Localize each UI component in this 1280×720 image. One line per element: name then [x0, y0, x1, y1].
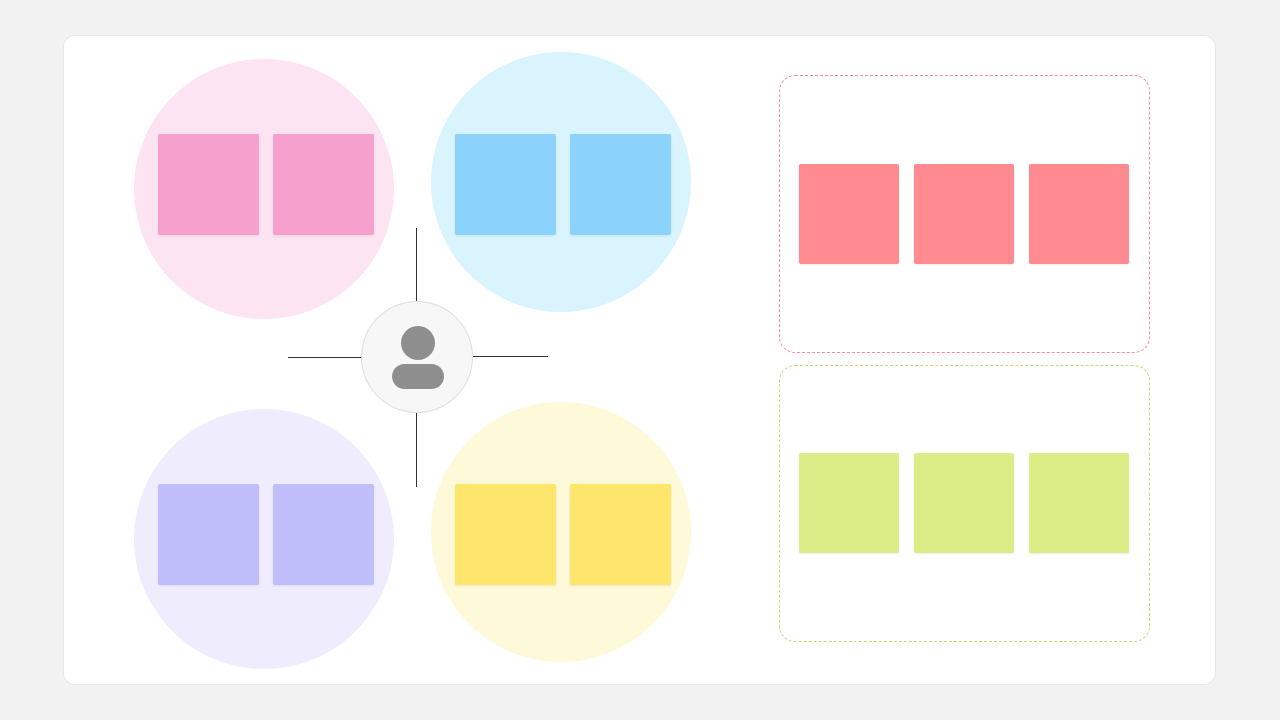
user-avatar-icon [392, 326, 444, 389]
sticky-note-red-2[interactable] [914, 164, 1014, 264]
axis-line-vertical-bottom [416, 412, 417, 487]
sticky-note-blue-1[interactable] [455, 134, 556, 235]
sticky-note-purple-1[interactable] [158, 484, 259, 585]
sticky-note-green-2[interactable] [914, 453, 1014, 553]
axis-line-horizontal-right [472, 356, 548, 357]
group-frame-green[interactable] [779, 365, 1150, 642]
sticky-note-blue-2[interactable] [570, 134, 671, 235]
axis-line-vertical-top [416, 228, 417, 302]
group-frame-red[interactable] [779, 75, 1150, 353]
sticky-note-green-1[interactable] [799, 453, 899, 553]
sticky-note-purple-2[interactable] [273, 484, 374, 585]
center-avatar-node[interactable] [361, 301, 473, 413]
sticky-note-red-3[interactable] [1029, 164, 1129, 264]
axis-line-horizontal-left [288, 357, 362, 358]
sticky-note-red-1[interactable] [799, 164, 899, 264]
sticky-note-pink-2[interactable] [273, 134, 374, 235]
sticky-note-yellow-2[interactable] [570, 484, 671, 585]
sticky-note-yellow-1[interactable] [455, 484, 556, 585]
sticky-note-green-3[interactable] [1029, 453, 1129, 553]
sticky-note-pink-1[interactable] [158, 134, 259, 235]
